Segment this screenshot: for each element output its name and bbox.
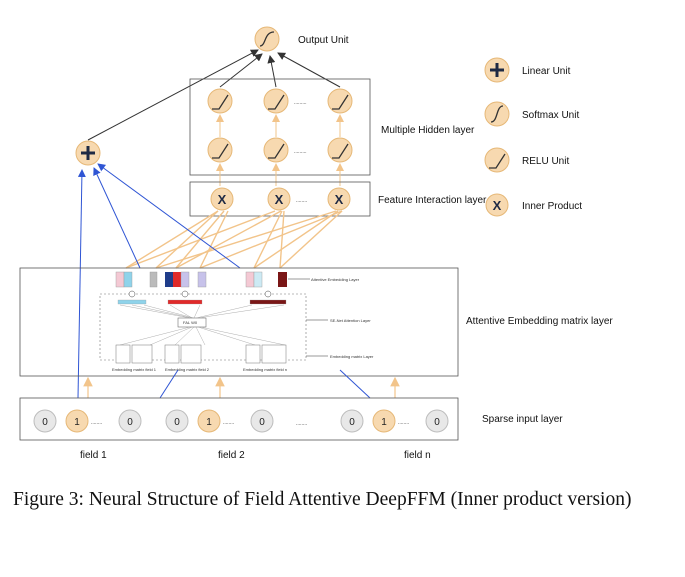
relu-icon (212, 94, 229, 110)
relu-unit (207, 88, 233, 114)
input-node-value: 0 (42, 417, 48, 428)
field-dots: ........ (223, 420, 234, 426)
matrix-field-n-label: Embedding matrix field n (243, 367, 287, 372)
attentive-matrix-label: Attentive Embedding matrix layer (466, 316, 613, 327)
output-unit (254, 26, 280, 52)
relu-icon (332, 94, 349, 110)
relu-icon (212, 143, 229, 159)
interaction-dots: ........ (296, 198, 307, 204)
inactive-input-node (250, 409, 274, 433)
inner-product-unit: X (267, 187, 291, 211)
embedding-to-interaction-lines (125, 210, 343, 269)
senet-attention-internals: FAL W0 SE-Net Attention Layer (117, 290, 371, 346)
field-dots: ........ (91, 420, 102, 426)
legend-item-linear: Linear Unit (484, 57, 571, 83)
inactive-input-node (425, 409, 449, 433)
plus-icon (81, 146, 95, 160)
field-group: 0 1 0........ field 1 (33, 409, 142, 461)
inner-product-unit: X (210, 187, 234, 211)
hidden-row-2: ......... (207, 137, 353, 163)
relu-icon (489, 153, 506, 169)
hidden-row-1: ......... (207, 88, 353, 114)
matrix-field-2-label: Embedding matrix field 2 (165, 367, 210, 372)
x-icon: X (218, 192, 227, 207)
field-label: field n (404, 450, 431, 461)
linear-input-lines (77, 163, 241, 399)
senet-attention-inner-label: SE-Net Attention Layer (330, 318, 371, 323)
relu-unit (263, 88, 289, 114)
field-label: field 1 (80, 450, 107, 461)
legend: Linear Unit Softmax Unit RELU Unit X Inn… (484, 57, 582, 217)
legend-item-relu: RELU Unit (484, 147, 569, 173)
svg-text:Inner Product: Inner Product (522, 201, 582, 212)
input-node-value: 1 (206, 417, 212, 428)
input-node-value: 0 (349, 417, 355, 428)
input-node-value: 0 (259, 417, 265, 428)
attentive-embedding-inner-label: Attentive Embedding Layer (311, 277, 360, 282)
embedding-matrix-blocks (115, 344, 287, 364)
feature-interaction-label: Feature Interaction layer (378, 195, 487, 206)
field-group: 0 1 0........ field 2 (165, 409, 274, 461)
svg-text:RELU Unit: RELU Unit (522, 156, 569, 167)
inactive-input-node (340, 409, 364, 433)
fields-layer: 0 1 0........ field 1 0 1 0........ field 2 0 1 0.… (33, 409, 449, 461)
legend-item-softmax: Softmax Unit (484, 101, 579, 127)
between-fields-dots: ........ (296, 421, 307, 427)
svg-text:Softmax Unit: Softmax Unit (522, 110, 579, 121)
output-connections (87, 49, 341, 141)
hidden-layer-label: Multiple Hidden layer (381, 125, 475, 136)
active-input-node (65, 409, 89, 433)
input-node-value: 0 (174, 417, 180, 428)
hidden-dots: ......... (294, 149, 307, 155)
input-node-value: 1 (74, 417, 80, 428)
relu-icon (332, 143, 349, 159)
inactive-input-node (33, 409, 57, 433)
hidden-layer-box (189, 78, 371, 176)
sparse-input-label: Sparse input layer (482, 414, 563, 425)
matrix-field-1-label: Embedding matrix field 1 (112, 367, 157, 372)
attentive-embedding-matrix-box (19, 267, 459, 377)
input-node-value: 1 (381, 417, 387, 428)
field-dots: ........ (398, 420, 409, 426)
field-group: 0 1 0........ field n (340, 409, 449, 461)
embedding-matrix-inner-label: Embedding matrix Layer (330, 354, 374, 359)
relu-unit (207, 137, 233, 163)
inner-product-unit: X (327, 187, 351, 211)
figure-caption: Figure 3: Neural Structure of Field Atte… (13, 489, 632, 510)
inactive-input-node (118, 409, 142, 433)
output-unit-label: Output Unit (298, 35, 349, 46)
relu-unit (327, 88, 353, 114)
hidden-dots: ......... (294, 100, 307, 106)
sparse-to-embedding-arrows (83, 376, 400, 398)
fc-box-label: FAL W0 (183, 320, 198, 325)
sparse-input-box (19, 397, 459, 441)
relu-icon (268, 94, 285, 110)
svg-text:Linear Unit: Linear Unit (522, 66, 571, 77)
sigmoid-icon (259, 31, 275, 47)
active-input-node (197, 409, 221, 433)
relu-unit (263, 137, 289, 163)
relu-unit (327, 137, 353, 163)
x-icon: X (335, 192, 344, 207)
relu-icon (268, 143, 285, 159)
field-label: field 2 (218, 450, 245, 461)
sparse-to-linear-blue (159, 369, 371, 399)
legend-item-inner-product: X Inner Product (485, 193, 582, 217)
plus-icon (490, 63, 504, 77)
linear-unit (75, 140, 101, 166)
attentive-embedding-row: Attentive Embedding Layer (115, 271, 360, 288)
x-icon: X (275, 192, 284, 207)
active-input-node (372, 409, 396, 433)
inactive-input-node (165, 409, 189, 433)
sigmoid-icon (490, 105, 504, 123)
input-node-value: 0 (127, 417, 133, 428)
x-icon: X (493, 198, 502, 213)
input-node-value: 0 (434, 417, 440, 428)
